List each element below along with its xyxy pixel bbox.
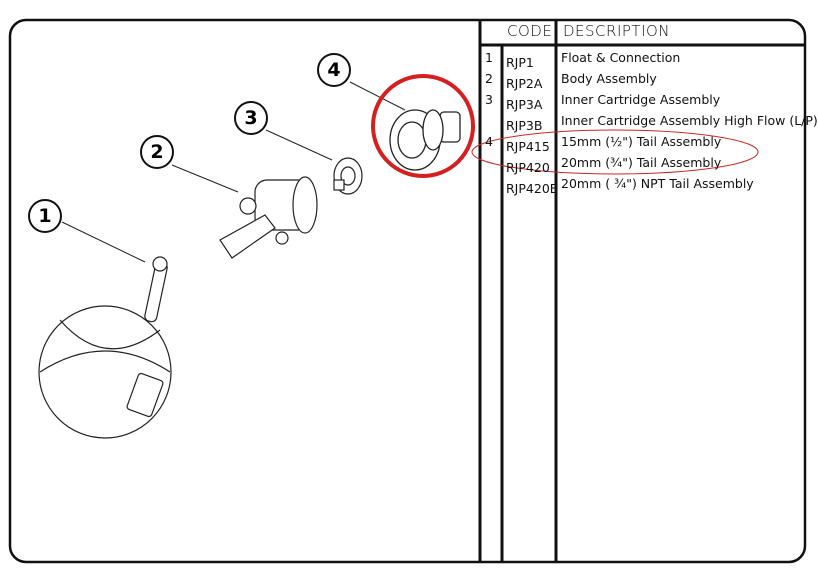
row-description: 20mm ( ¾") NPT Tail Assembly: [561, 176, 754, 191]
callout-3: 3: [234, 101, 268, 135]
row-description: Inner Cartridge Assembly: [561, 92, 721, 107]
row-num: 4: [485, 134, 493, 149]
body-part: [219, 176, 318, 259]
row-description: Float & Connection: [561, 50, 681, 65]
row-code: RJP415: [506, 139, 550, 154]
row-num: 3: [485, 92, 493, 107]
row-code: RJP3B: [506, 118, 543, 133]
row-description: Body Assembly: [561, 71, 657, 86]
tail-part: [389, 109, 461, 171]
row-num: 1: [485, 50, 493, 65]
row-code: RJP1: [506, 55, 534, 70]
description-header: DESCRIPTION: [563, 22, 671, 40]
row-num: 2: [485, 71, 493, 86]
callout-4: 4: [317, 53, 351, 87]
row-description: 15mm (½") Tail Assembly: [561, 134, 722, 149]
row-code: RJP2A: [506, 76, 543, 91]
highlight-ellipse: [471, 129, 759, 175]
callout-1: 1: [28, 199, 62, 233]
float-part: [38, 256, 172, 439]
code-header: CODE: [507, 22, 553, 40]
highlight-circle: [371, 74, 475, 178]
row-code: RJP3A: [506, 97, 543, 112]
row-code: RJP420E: [506, 181, 558, 196]
frame-border: [8, 18, 807, 564]
row-code: RJP420: [506, 160, 550, 175]
row-description: 20mm (¾") Tail Assembly: [561, 155, 722, 170]
row-description: Inner Cartridge Assembly High Flow (L/P): [561, 113, 818, 128]
cartridge-part: [333, 157, 363, 195]
callout-2: 2: [140, 135, 174, 169]
